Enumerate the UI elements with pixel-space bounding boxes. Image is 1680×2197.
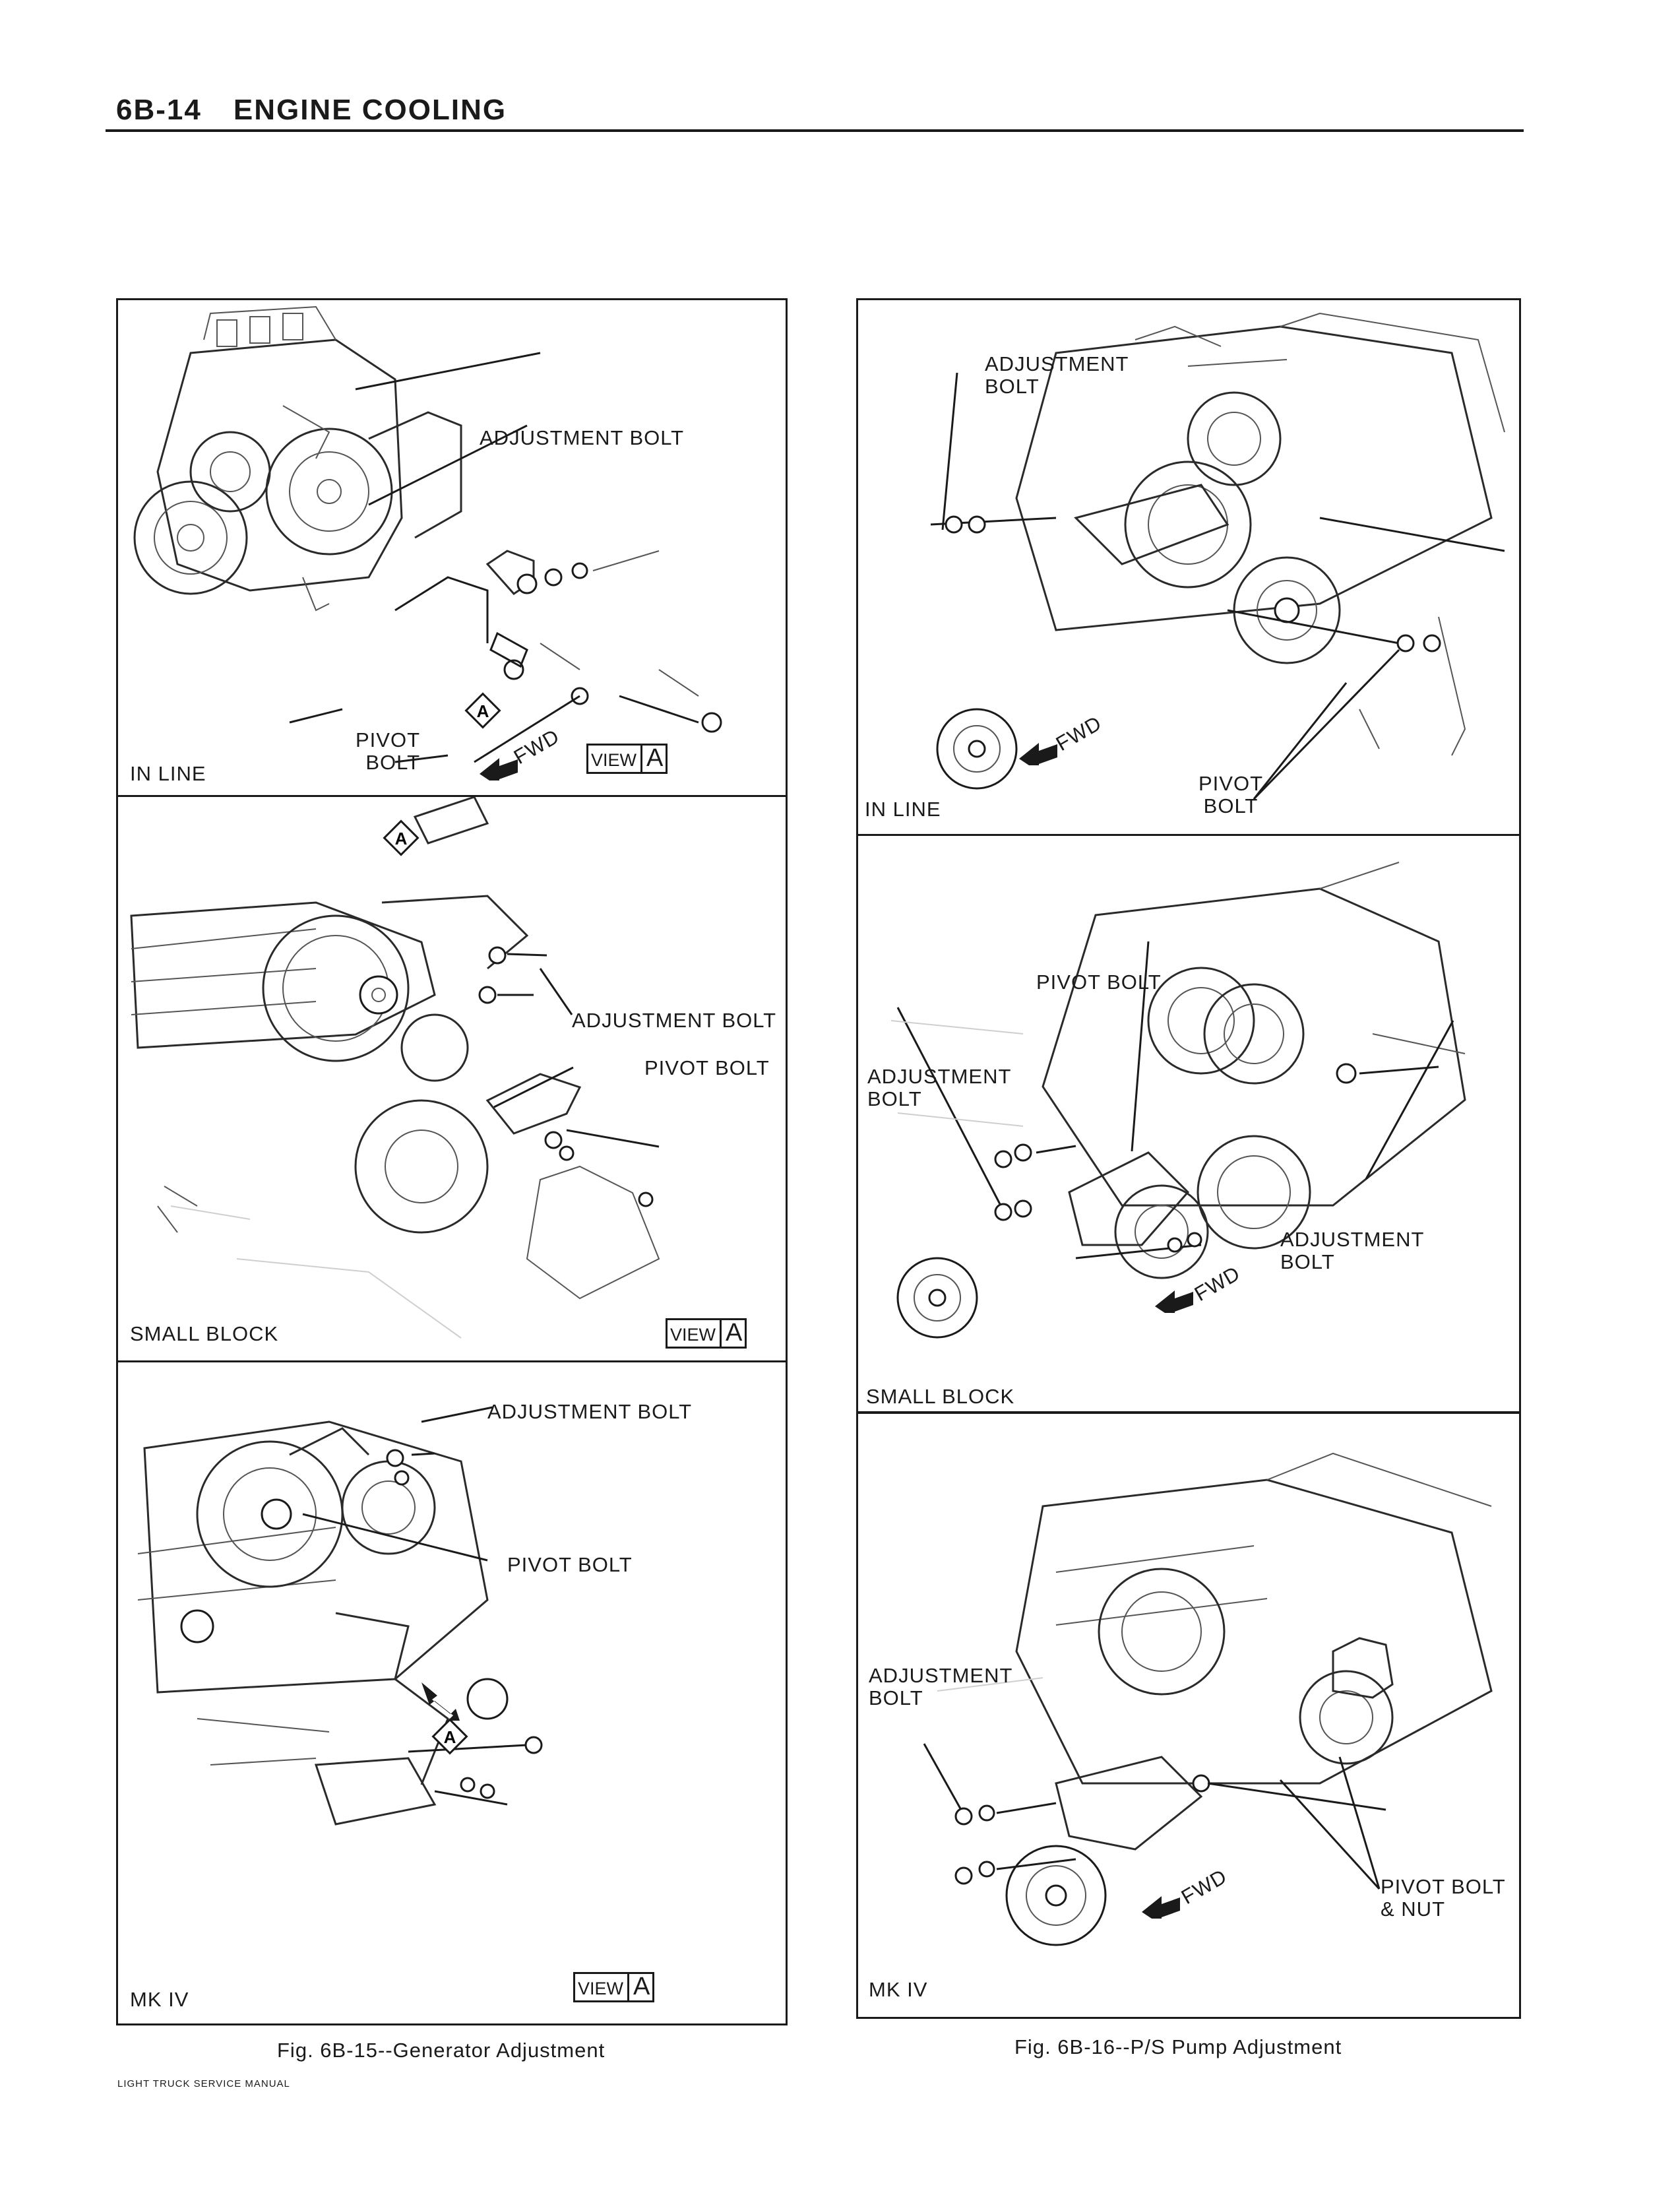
callout-pivot-bolt: PIVOT BOLT: [1036, 971, 1162, 994]
panel-ps-pump-small-block: FWD PIVOT BOLT ADJUSTMENT BOLT ADJUSTMEN…: [856, 834, 1521, 1413]
callout-pivot-bolt: PIVOT BOLT: [1198, 772, 1264, 817]
fwd-arrow-icon: [1142, 1896, 1180, 1919]
view-a-marker-icon: A: [383, 819, 420, 856]
fwd-arrow-icon: [1019, 743, 1057, 765]
view-a-marker-icon: A: [431, 1718, 468, 1755]
view-a-indicator-icon: [421, 1682, 460, 1721]
fwd-arrow-icon: [480, 758, 518, 780]
page-header: 6B-14 ENGINE COOLING: [116, 94, 507, 127]
panel-label: IN LINE: [865, 798, 941, 821]
callout-adjustment-bolt: ADJUSTMENT BOLT: [480, 426, 685, 449]
callout-adjustment-bolt: ADJUSTMENT BOLT: [985, 352, 1129, 398]
generator-mk-iv-illustration: [137, 1406, 543, 1826]
view-a-marker-letter: A: [444, 1727, 456, 1747]
view-a-marker-letter: A: [477, 701, 489, 721]
figure-caption: Fig. 6B-16--P/S Pump Adjustment: [1014, 2035, 1342, 2058]
panel-ps-pump-in-line: FWD ADJUSTMENT BOLT PIVOT BOLT IN LINE: [856, 298, 1521, 836]
page-number: 6B-14: [116, 94, 202, 126]
callout-adjustment-bolt: ADJUSTMENT BOLT: [572, 1009, 777, 1032]
panel-label: MK IV: [130, 1988, 189, 2011]
callout-adjustment-bolt-left: ADJUSTMENT BOLT: [867, 1065, 1012, 1110]
callout-pivot-bolt: PIVOT BOLT: [507, 1553, 633, 1576]
generator-small-block-illustration: [130, 797, 660, 1339]
ps-pump-mk-iv-illustration: [923, 1452, 1493, 1946]
header-rule: [106, 129, 1524, 132]
view-a-marker-icon: A: [464, 692, 501, 729]
section-title: ENGINE COOLING: [233, 94, 507, 126]
ps-pump-in-line-illustration: [930, 312, 1505, 800]
footer-manual-title: LIGHT TRUCK SERVICE MANUAL: [117, 2078, 290, 2089]
callout-adjustment-bolt: ADJUSTMENT BOLT: [869, 1664, 1013, 1709]
callout-pivot-bolt: PIVOT BOLT: [644, 1056, 770, 1079]
generator-in-line-illustration: [133, 305, 722, 763]
callout-pivot-bolt: PIVOT BOLT: [356, 728, 421, 774]
panel-ps-pump-mk-iv: FWD ADJUSTMENT BOLT PIVOT BOLT & NUT MK …: [856, 1412, 1521, 2019]
figure-caption: Fig. 6B-15--Generator Adjustment: [277, 2039, 606, 2062]
view-a-marker-letter: A: [395, 829, 408, 848]
callout-adjustment-bolt-right: ADJUSTMENT BOLT: [1280, 1228, 1425, 1273]
panel-label: SMALL BLOCK: [130, 1322, 279, 1345]
panel-label: SMALL BLOCK: [866, 1385, 1015, 1408]
callout-adjustment-bolt: ADJUSTMENT BOLT: [487, 1400, 693, 1423]
panel-label: IN LINE: [130, 762, 206, 785]
panel-label: MK IV: [869, 1978, 928, 2001]
callout-pivot-bolt-and-nut: PIVOT BOLT & NUT: [1381, 1875, 1506, 1921]
ps-pump-small-block-illustration: [890, 862, 1466, 1339]
fwd-arrow-icon: [1155, 1290, 1193, 1313]
